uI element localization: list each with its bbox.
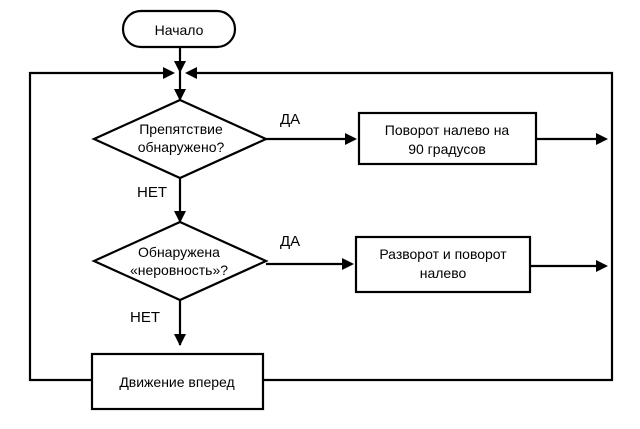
decision2-line2: «неровность»? [130, 262, 228, 278]
yes-label-2: ДА [280, 233, 300, 250]
yes-label-1: ДА [280, 111, 300, 128]
arrowhead-left-right-loop [185, 67, 197, 79]
action-turn-left-line2: 90 градусов [408, 141, 486, 157]
decision1-line2: обнаружено? [138, 139, 225, 155]
connector-left-loop [28, 71, 165, 382]
decision2-line1: Обнаружена [138, 244, 220, 260]
no-label-2: НЕТ [130, 309, 160, 326]
arrowhead-right-uturn-out [596, 260, 608, 272]
arrowhead-right-uturn [342, 258, 354, 270]
action-uturn-line2: налево [420, 265, 467, 281]
decision1-line1: Препятствие [139, 121, 223, 137]
action-turn-left-line1: Поворот налево на [385, 122, 510, 138]
arrowhead-right-turn-left-out [596, 133, 608, 145]
action-forward-label: Движение вперед [119, 374, 234, 390]
arrowhead-down-decision1 [174, 89, 186, 101]
action-forward-box [90, 352, 265, 411]
no-label-1: НЕТ [137, 184, 167, 201]
decision-bump-detected [91, 220, 269, 302]
start-label: Начало [155, 22, 204, 38]
action-uturn-box [354, 235, 532, 294]
arrowhead-down-decision2 [174, 211, 186, 223]
action-turn-left-box [357, 111, 538, 166]
connector-right-loop [195, 71, 614, 382]
arrowhead-down-forward [174, 334, 186, 346]
arrowhead-right-turn-left [345, 133, 357, 145]
arrowhead-down-join [174, 61, 186, 73]
action-uturn-line1: Разворот и поворот [379, 246, 507, 262]
decision-obstacle-detected [91, 98, 269, 180]
start-terminator [121, 9, 237, 49]
arrowhead-right-left-loop [163, 67, 175, 79]
